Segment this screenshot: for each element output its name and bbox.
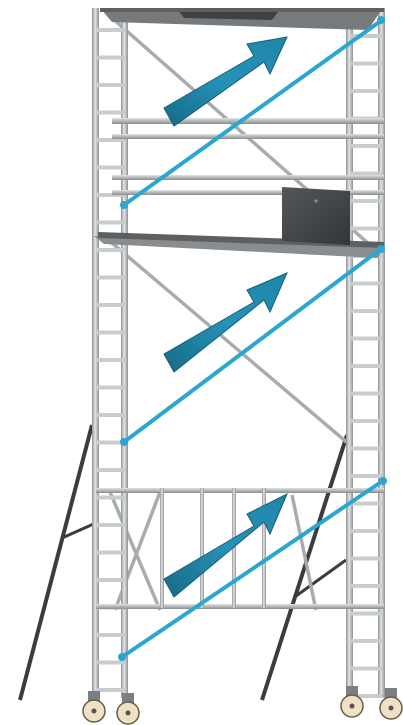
- left-ladder-rung: [96, 523, 125, 527]
- castor-wheel: [83, 691, 105, 722]
- castor-wheels: [83, 686, 402, 724]
- left-ladder-rung: [96, 276, 125, 280]
- right-ladder-rung: [350, 447, 382, 451]
- left-ladder-rung: [96, 688, 125, 692]
- left-ladder-rung: [96, 331, 125, 335]
- right-ladder-rung: [350, 172, 382, 176]
- right-ladder-rung: [350, 62, 382, 66]
- left-ladder-rung: [96, 413, 125, 417]
- right-ladder-rung: [350, 144, 382, 148]
- left-ladder-rung: [96, 83, 125, 87]
- right-ladder-rung: [350, 89, 382, 93]
- left-ladder-rung: [96, 551, 125, 555]
- left-ladder-rung: [96, 166, 125, 170]
- left-ladder-rung: [96, 386, 125, 390]
- castor-wheel: [341, 686, 363, 717]
- right-ladder-rung: [350, 337, 382, 341]
- right-ladder-rung: [350, 282, 382, 286]
- left-ladder-rung: [96, 248, 125, 252]
- right-ladder-rung: [350, 557, 382, 561]
- outrigger-left: [20, 425, 98, 700]
- top-platform: [100, 8, 384, 30]
- left-ladder-rung: [96, 56, 125, 60]
- left-ladder-rung: [96, 661, 125, 665]
- direction-arrow-middle: [164, 273, 287, 372]
- right-ladder-rung: [350, 199, 382, 203]
- left-ladder-rung: [96, 468, 125, 472]
- left-ladder-rung: [96, 633, 125, 637]
- right-ladder-rung: [350, 584, 382, 588]
- right-ladder-rung: [350, 639, 382, 643]
- direction-arrow-bottom: [164, 494, 287, 597]
- right-ladder-rung: [350, 529, 382, 533]
- left-ladder-rung: [96, 111, 125, 115]
- left-ladder-rung: [96, 28, 125, 32]
- right-ladder-rung: [350, 309, 382, 313]
- left-ladder-rung: [96, 496, 125, 500]
- right-ladder-rung: [350, 667, 382, 671]
- trapdoor-hatch: [282, 187, 350, 245]
- castor-wheel: [117, 693, 139, 724]
- right-ladder-rung: [350, 474, 382, 478]
- outrigger-right: [262, 435, 347, 700]
- right-ladder-rung: [350, 392, 382, 396]
- left-ladder-rung: [96, 303, 125, 307]
- right-ladder-frame: [346, 8, 385, 698]
- left-ladder-rung: [96, 221, 125, 225]
- right-ladder-rung: [350, 419, 382, 423]
- left-ladder-rung: [96, 578, 125, 582]
- right-ladder-rung: [350, 364, 382, 368]
- right-ladder-rung: [350, 227, 382, 231]
- right-ladder-rung: [350, 612, 382, 616]
- left-ladder-rung: [96, 358, 125, 362]
